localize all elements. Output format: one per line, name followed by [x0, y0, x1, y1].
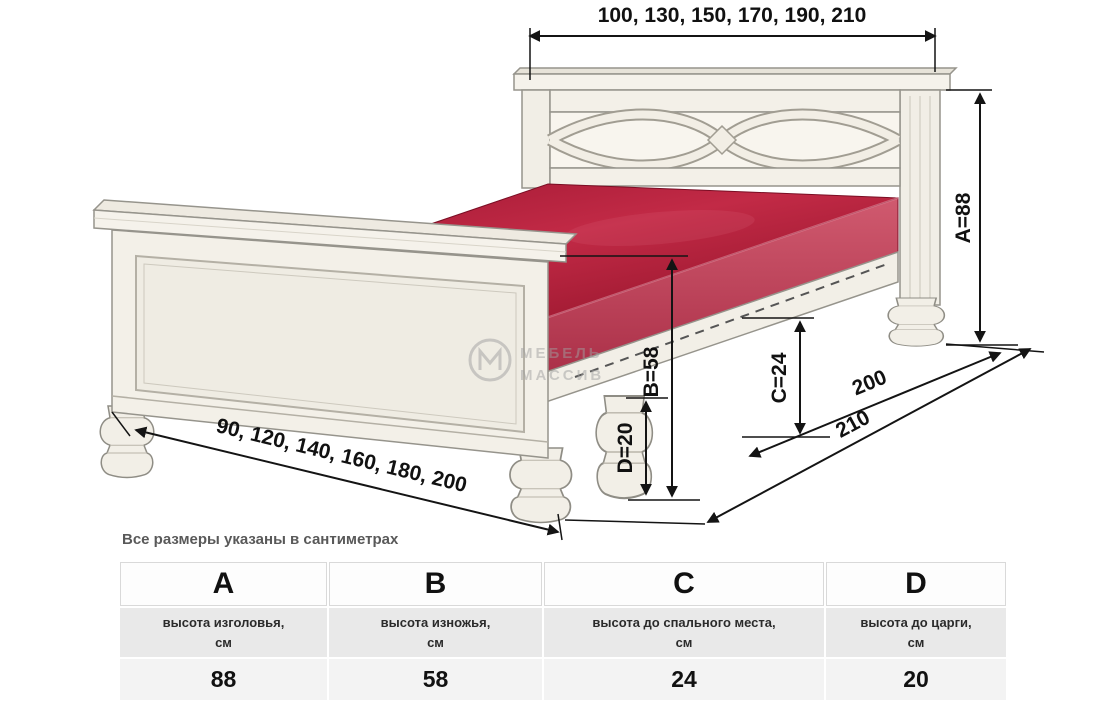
desc-text: высота изголовья,	[162, 615, 285, 630]
table-desc-b: высота изножья, см	[329, 608, 542, 657]
desc-unit: см	[675, 634, 693, 650]
label-dim-b: В=58	[640, 346, 663, 397]
dimensions-table: A B C D высота изголовья, см высота изно…	[120, 562, 1006, 700]
table-header-a: A	[120, 562, 327, 606]
dim-d-height	[626, 397, 668, 496]
table-header-c: C	[544, 562, 824, 606]
desc-text: высота изножья,	[380, 615, 491, 630]
table-value-b: 58	[329, 659, 542, 700]
headboard-openwork-pattern	[547, 108, 901, 172]
watermark-logo: МЕБЕЛЬ МАССИВ	[468, 338, 604, 384]
watermark-text-line2: МАССИВ	[520, 367, 604, 384]
dim-length-total	[564, 343, 1045, 525]
watermark-m-icon	[478, 346, 502, 370]
desc-unit: см	[907, 634, 925, 650]
headboard	[512, 67, 958, 347]
dimension-lines	[111, 28, 1045, 541]
bed-drawing: МЕБЕЛЬ МАССИВ	[92, 4, 1045, 541]
desc-text: высота до царги,	[860, 615, 972, 630]
label-top-width: 100, 130, 150, 170, 190, 210	[598, 4, 867, 27]
table-header-d: D	[826, 562, 1006, 606]
dim-b-height	[560, 255, 700, 501]
table-value-c: 24	[544, 659, 824, 700]
table-header-b: B	[329, 562, 542, 606]
table-desc-a: высота изголовья, см	[120, 608, 327, 657]
table-desc-c: высота до спального места, см	[544, 608, 824, 657]
dim-bottom-width	[111, 411, 563, 541]
bed-illustration: МЕБЕЛЬ МАССИВ	[92, 4, 1045, 541]
label-dim-d: D=20	[614, 423, 637, 474]
label-dim-a: А=88	[952, 192, 975, 243]
footboard-right-foot	[509, 447, 573, 524]
label-dim-c: С=24	[768, 352, 791, 403]
desc-unit: см	[215, 634, 232, 650]
desc-text: высота до спального места,	[592, 615, 776, 630]
table-value-a: 88	[120, 659, 327, 700]
units-note: Все размеры указаны в сантиметрах	[122, 531, 399, 548]
tsarga-dashed-line	[574, 262, 891, 378]
watermark-text-line1: МЕБЕЛЬ	[520, 345, 603, 362]
table-desc-d: высота до царги, см	[826, 608, 1006, 657]
desc-unit: см	[427, 634, 444, 650]
dim-top-width	[528, 28, 937, 80]
footboard-left-foot	[99, 405, 155, 479]
watermark-circle-icon	[468, 338, 512, 382]
label-length-mattress: 200	[849, 366, 890, 401]
footboard	[92, 199, 578, 524]
table-value-d: 20	[826, 659, 1006, 700]
